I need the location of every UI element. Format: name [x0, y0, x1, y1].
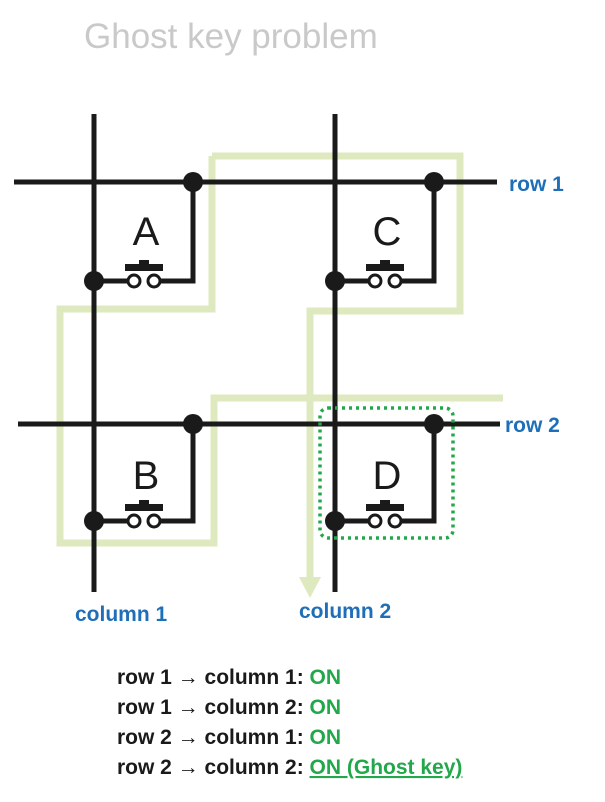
switch-c-lead: [401, 182, 437, 284]
switch-d-stem: [380, 500, 390, 505]
switch-d-column-junction: [325, 511, 345, 531]
switch-a-row-junction: [183, 172, 203, 192]
status-1-value: ON: [310, 666, 342, 689]
switch-b-lead: [160, 424, 196, 524]
switch-a-stem: [139, 260, 149, 265]
status-2-label: row 1 → column 2:: [117, 696, 310, 719]
switch-d: D: [325, 414, 444, 531]
current-path: [56, 152, 503, 598]
switch-a-lead: [160, 182, 196, 284]
switch-b-row-junction: [183, 414, 203, 434]
switch-c-stem: [380, 260, 390, 265]
status-line-2: row 1 → column 2: ON: [117, 696, 341, 719]
page-title: Ghost key problem: [84, 17, 378, 56]
current-path-arrowhead: [299, 577, 321, 598]
key-c-label: C: [373, 210, 402, 254]
switch-d-contact-right: [387, 513, 403, 529]
switch-a-contact-left: [126, 273, 142, 289]
status-line-4: row 2 → column 2: ON (Ghost key): [117, 756, 462, 779]
status-line-1: row 1 → column 1: ON: [117, 666, 341, 689]
status-4-label: row 2 → column 2:: [117, 756, 310, 779]
status-line-3: row 2 → column 1: ON: [117, 726, 341, 749]
switch-a-column-junction: [84, 271, 104, 291]
switch-d-row-junction: [424, 414, 444, 434]
switch-a-button: [125, 264, 163, 271]
switch-d-contact-left: [367, 513, 383, 529]
switch-c-contact-left: [367, 273, 383, 289]
switch-a: A: [84, 172, 203, 291]
row-2-label: row 2: [505, 414, 560, 437]
ghost-key-highlight: [318, 406, 455, 540]
key-a-label: A: [133, 210, 160, 254]
column-1-label: column 1: [75, 603, 168, 626]
status-list: row 1 → column 1: ON row 1 → column 2: O…: [117, 666, 462, 779]
column-2-label: column 2: [299, 600, 391, 623]
status-4-value: ON (Ghost key): [310, 756, 463, 779]
switch-c-row-junction: [424, 172, 444, 192]
row-1-label: row 1: [509, 173, 564, 196]
switch-c-button: [366, 264, 404, 271]
switch-b-column-junction: [84, 511, 104, 531]
status-3-label: row 2 → column 1:: [117, 726, 310, 749]
status-2-value: ON: [310, 696, 342, 719]
switch-b: B: [84, 414, 203, 531]
switch-c-column-junction: [325, 271, 345, 291]
key-d-label: D: [373, 454, 402, 498]
switch-d-button: [366, 504, 404, 511]
key-b-label: B: [133, 454, 160, 498]
status-1-label: row 1 → column 1:: [117, 666, 310, 689]
switch-a-contact-right: [146, 273, 162, 289]
switch-b-button: [125, 504, 163, 511]
switch-b-contact-right: [146, 513, 162, 529]
switch-b-contact-left: [126, 513, 142, 529]
switch-b-stem: [139, 500, 149, 505]
switch-c: C: [325, 172, 444, 291]
switch-d-lead: [401, 424, 437, 524]
switch-c-contact-right: [387, 273, 403, 289]
status-3-value: ON: [310, 726, 342, 749]
current-path-loop: [56, 156, 503, 547]
